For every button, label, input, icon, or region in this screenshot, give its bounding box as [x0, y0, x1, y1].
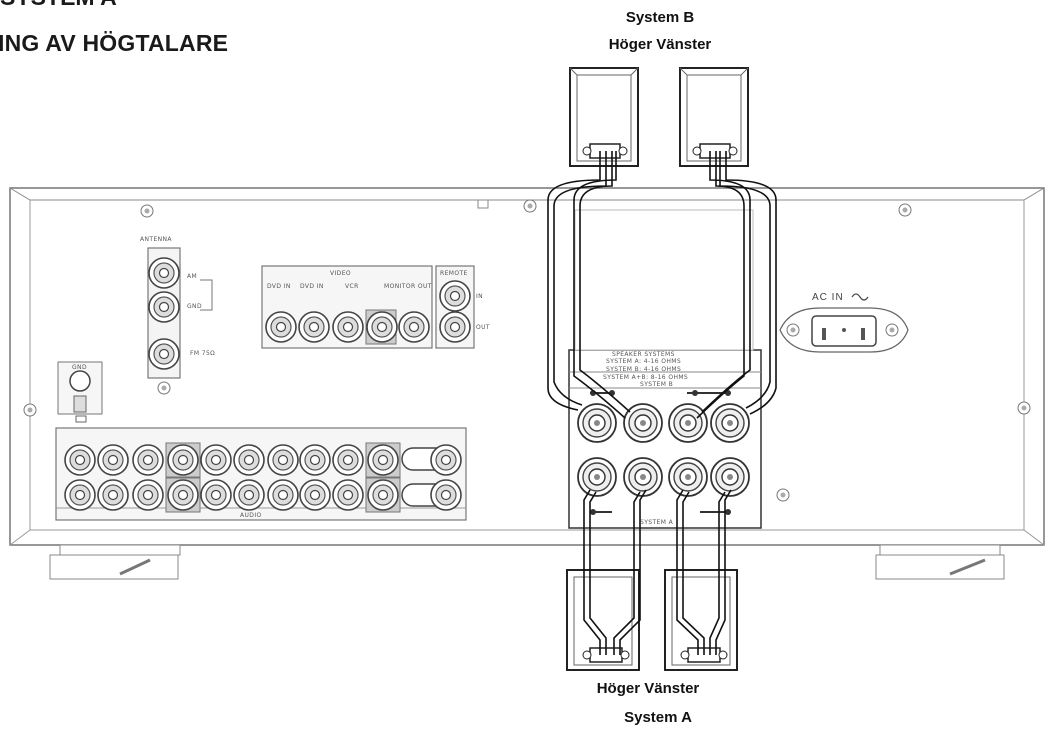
- receiver-foot-right: [875, 544, 1005, 580]
- page-title: ING AV HÖGTALARE: [0, 30, 229, 56]
- audio-panel: [55, 427, 467, 521]
- am-label: AM: [187, 273, 198, 280]
- screw-icon: [898, 203, 912, 217]
- ac-in-label: AC IN: [812, 292, 844, 303]
- dvd-in-label: DVD IN: [267, 283, 291, 290]
- system-a-channels-label: Höger Vänster: [596, 680, 700, 697]
- ac-symbol-icon: [851, 293, 869, 301]
- video-label: VIDEO: [330, 270, 352, 277]
- system-a-label: System A: [624, 709, 692, 726]
- monitor-out-label: MONITOR OUT: [384, 283, 432, 290]
- dvd-in-label-2: DVD IN: [300, 283, 324, 290]
- gnd-label: GND: [72, 364, 87, 371]
- speaker-spec-line-3: SYSTEM A+B: 8-16 OHMS: [603, 374, 689, 381]
- antenna-label: ANTENNA: [140, 236, 172, 243]
- screw-icon: [23, 403, 37, 417]
- system-b-channels-label: Höger Vänster: [608, 36, 712, 53]
- speaker-spec-line-1: SYSTEM A: 4-16 OHMS: [606, 358, 682, 365]
- antenna-panel: [147, 247, 213, 395]
- system-b-label: System B: [625, 9, 695, 26]
- remote-out-label: OUT: [476, 324, 490, 331]
- screw-icon: [523, 199, 537, 213]
- screw-icon: [1017, 401, 1031, 415]
- gnd-antenna-label: GND: [187, 303, 202, 310]
- speaker-system-b-left: [679, 67, 749, 167]
- audio-label: AUDIO: [240, 512, 262, 519]
- speaker-cable-system-a: [583, 489, 732, 655]
- speaker-system-a-right: [566, 569, 640, 671]
- video-panel: [261, 265, 475, 349]
- fm-label: FM 75Ω: [190, 350, 216, 357]
- remote-label: REMOTE: [440, 270, 468, 277]
- gnd-terminal: [57, 361, 103, 423]
- page-title-partial: SYSTEM A: [0, 0, 117, 11]
- screw-icon: [776, 488, 790, 502]
- speaker-system-b-right: [569, 67, 639, 167]
- vcr-label: VCR: [345, 283, 359, 290]
- system-a-terminal-label: SYSTEM A: [640, 519, 674, 526]
- speaker-spec-line-2: SYSTEM B: 4-16 OHMS: [606, 366, 682, 373]
- receiver-foot-left: [49, 544, 181, 580]
- screw-icon: [140, 204, 154, 218]
- speaker-cable-system-b: [547, 151, 777, 419]
- speaker-systems-title: SPEAKER SYSTEMS: [612, 351, 675, 358]
- system-b-terminal-label: SYSTEM B: [640, 381, 674, 388]
- speaker-system-a-left: [664, 569, 738, 671]
- remote-in-label: IN: [476, 293, 484, 300]
- terminal-cover: [574, 209, 754, 351]
- ac-inlet: [779, 307, 909, 353]
